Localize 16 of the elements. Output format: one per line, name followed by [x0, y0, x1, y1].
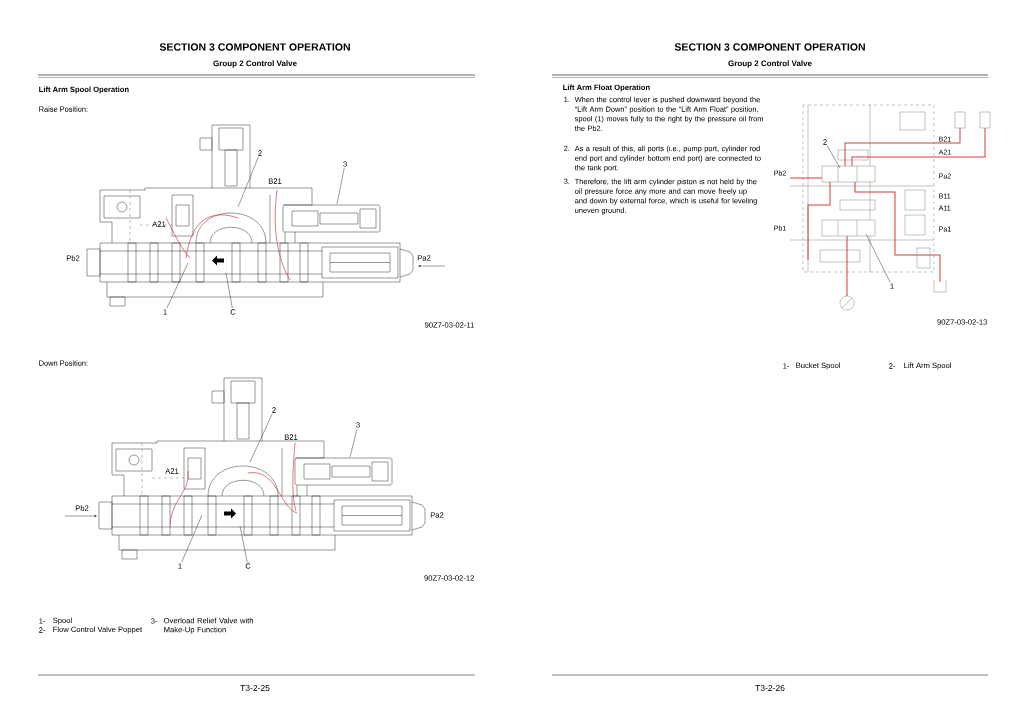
leader-line [237, 156, 259, 208]
leader-line [349, 428, 358, 458]
leader-line [827, 145, 841, 169]
group-heading: Group 2 Control Valve [728, 60, 812, 68]
group-heading: Group 2 Control Valve [213, 60, 297, 68]
page-number: T3-2-25 [240, 685, 270, 691]
leader-line [336, 167, 345, 205]
leader-line [181, 514, 203, 563]
page-number: T3-2-26 [755, 685, 785, 691]
leader-line [865, 233, 891, 283]
leader-line [249, 413, 273, 463]
section-heading: SECTION 3 COMPONENT OPERATION [674, 43, 865, 51]
leader-line [239, 525, 248, 563]
section-heading: SECTION 3 COMPONENT OPERATION [159, 43, 350, 51]
leader-line [166, 262, 189, 309]
leader-line [225, 272, 233, 309]
